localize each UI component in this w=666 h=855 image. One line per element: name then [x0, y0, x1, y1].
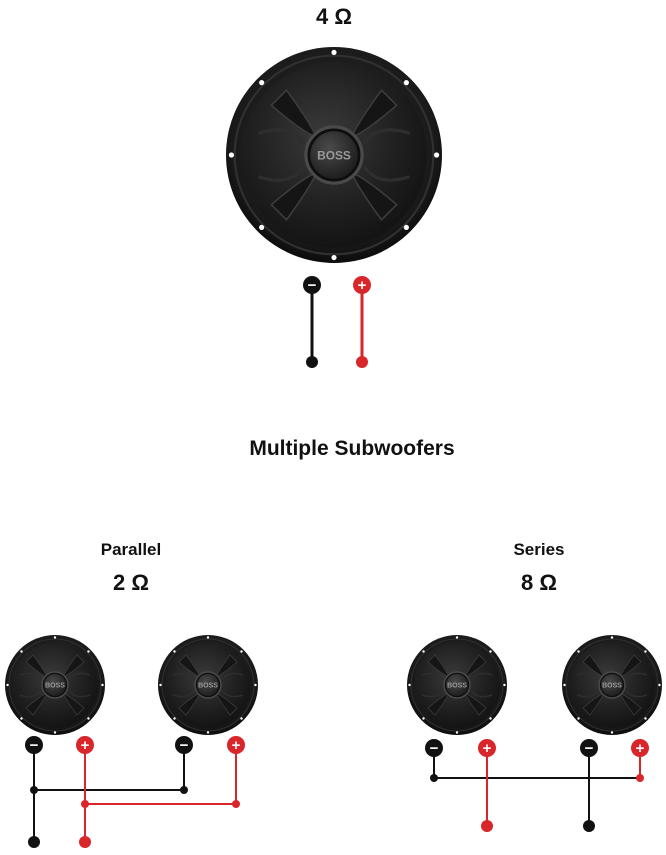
- single-negative-end-dot: [306, 356, 318, 368]
- parallel-sub2-negative-terminal: −: [175, 736, 193, 754]
- single-wiring: [306, 285, 368, 368]
- series-label: Series: [513, 540, 564, 559]
- series-impedance-label: 8 Ω: [521, 570, 557, 595]
- parallel-sub2-positive-terminal: +: [227, 736, 245, 754]
- parallel-sub1-positive-terminal: +: [76, 736, 94, 754]
- svg-text:BOSS: BOSS: [447, 683, 467, 690]
- svg-text:−: −: [180, 737, 189, 754]
- single-positive-terminal: +: [353, 276, 371, 294]
- svg-text:BOSS: BOSS: [602, 683, 622, 690]
- series-sub1-positive-terminal: +: [478, 739, 496, 757]
- series-sub1-negative-terminal: −: [425, 739, 443, 757]
- svg-text:BOSS: BOSS: [45, 683, 65, 690]
- svg-text:BOSS: BOSS: [198, 683, 218, 690]
- svg-text:+: +: [232, 737, 241, 754]
- parallel-positive-end-dot: [79, 836, 91, 848]
- series-sub2-positive-terminal: +: [631, 739, 649, 757]
- single-negative-terminal: −: [303, 276, 321, 294]
- parallel-negative-end-dot: [28, 836, 40, 848]
- svg-text:+: +: [358, 277, 367, 294]
- series-subwoofer-2: BOSS: [561, 634, 663, 736]
- single-positive-end-dot: [356, 356, 368, 368]
- parallel-sub1-negative-terminal: −: [25, 736, 43, 754]
- svg-text:+: +: [483, 740, 492, 757]
- svg-text:−: −: [430, 740, 439, 757]
- series-wiring: [430, 748, 644, 832]
- series-sub2-negative-terminal: −: [580, 739, 598, 757]
- svg-text:+: +: [636, 740, 645, 757]
- series-subwoofer-1: BOSS: [406, 634, 508, 736]
- svg-text:+: +: [81, 737, 90, 754]
- multiple-subwoofers-heading: Multiple Subwoofers: [249, 437, 454, 460]
- svg-text:−: −: [30, 737, 39, 754]
- parallel-subwoofer-2: BOSS: [157, 634, 259, 736]
- parallel-label: Parallel: [101, 540, 162, 559]
- single-brand-logo: BOSS: [317, 148, 351, 162]
- series-negative-end-dot: [583, 820, 595, 832]
- svg-text:−: −: [585, 740, 594, 757]
- parallel-subwoofer-1: BOSS: [4, 634, 106, 736]
- svg-text:−: −: [308, 277, 317, 294]
- single-subwoofer: BOSS: [224, 45, 444, 265]
- single-impedance-label: 4 Ω: [316, 4, 352, 29]
- series-positive-end-dot: [481, 820, 493, 832]
- parallel-impedance-label: 2 Ω: [113, 570, 149, 595]
- parallel-wiring: [28, 745, 240, 848]
